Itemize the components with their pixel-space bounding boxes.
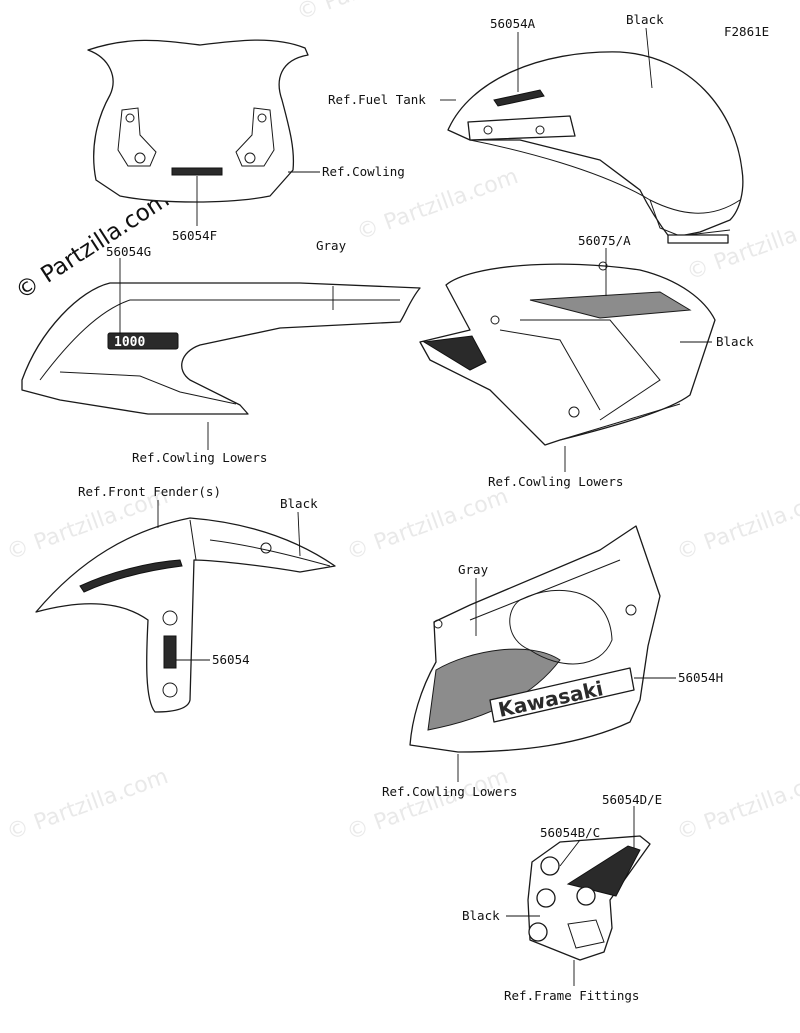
frame-fitting-step [567, 919, 605, 949]
bolt-hole [244, 152, 256, 164]
fuel-tank-rail [667, 234, 729, 244]
bolt-hole [568, 406, 580, 418]
fuel-tank-lower [469, 139, 741, 214]
bolt-hole [598, 261, 608, 271]
ref-label: Ref.Cowling Lowers [488, 474, 623, 489]
color-label: Black [716, 334, 754, 349]
frame-fitting-group: 56054D/E 56054B/C Black Ref.Frame Fittin… [462, 792, 662, 1003]
ref-label: Ref.Cowling Lowers [382, 784, 517, 799]
part-label: 56054 [212, 652, 250, 667]
watermark: © Partzilla.com [674, 484, 800, 566]
fuel-tank-lower [649, 199, 731, 237]
part-label: 56075/A [578, 233, 631, 248]
right-cowling-group: 56075/A Black Ref.Cowling Lowers [419, 233, 754, 489]
color-label: Gray [458, 562, 489, 577]
lower-cowling-line [469, 559, 621, 621]
watermark: © Partzilla.com [344, 764, 512, 846]
frame-fitting-plate [566, 845, 641, 897]
part-label: 56054A [490, 16, 536, 31]
figure-code: F2861E [724, 24, 769, 39]
bolt-hole [528, 922, 548, 942]
part-label: 56054H [678, 670, 723, 685]
watermark: © Partzilla.com [674, 764, 800, 846]
front-fender-group: Ref.Front Fender(s) Black 56054 [35, 484, 336, 713]
part-label: 56054D/E [602, 792, 662, 807]
fuel-tank-group: 56054A Black Ref.Fuel Tank [328, 12, 744, 244]
bolt-hole [625, 604, 637, 616]
lower-cowling-inner [509, 589, 613, 665]
bolt-hole [576, 886, 596, 906]
ref-label: Ref.Fuel Tank [328, 92, 426, 107]
windshield-decal [171, 167, 223, 176]
ref-label: Ref.Front Fender(s) [78, 484, 221, 499]
bolt-hole [125, 113, 135, 123]
bolt-hole [260, 542, 272, 554]
watermark: © Partzilla.com [344, 484, 512, 566]
fender-stripe [79, 559, 183, 593]
windshield-right-bracket [235, 107, 275, 167]
ref-label: Ref.Cowling Lowers [132, 450, 267, 465]
right-cowling-line [499, 329, 601, 411]
left-cowling-shape [21, 282, 421, 415]
right-cowling-line [559, 403, 681, 441]
bolt-hole [134, 152, 146, 164]
part-label: 56054F [172, 228, 217, 243]
right-cowling-stripe [529, 291, 692, 319]
bolt-hole [535, 125, 545, 135]
ref-label: Ref.Cowling [322, 164, 405, 179]
fender-decal [163, 635, 177, 669]
fuel-tank-cap-plate [467, 115, 576, 141]
bolt-hole [540, 856, 560, 876]
color-label: Black [280, 496, 318, 511]
windshield-group: 56054F Ref.Cowling [87, 39, 405, 243]
bolt-hole [162, 610, 178, 626]
part-label: 56054G [106, 244, 151, 259]
watermark: © Partzilla.com [294, 0, 462, 26]
part-label: 56054B/C [540, 825, 600, 840]
fender-line [189, 519, 197, 561]
left-cowling-line [59, 371, 237, 405]
color-label: Black [626, 12, 664, 27]
left-cowling-line [39, 299, 400, 381]
ref-label: Ref.Frame Fittings [504, 988, 639, 1003]
windshield-left-bracket [117, 107, 157, 167]
leader-line [297, 511, 301, 557]
cowling-badge [107, 332, 179, 350]
watermark: © Partzilla.com [4, 764, 172, 846]
right-cowling-line [520, 319, 661, 421]
bolt-hole [483, 125, 493, 135]
bolt-hole [536, 888, 556, 908]
color-label: Black [462, 908, 500, 923]
lower-cowling-group: Kawasaki Gray 56054H Ref.Cowling Lowers [382, 525, 723, 799]
left-cowling-group: 1000 56054G Gray Ref.Cowling Lowers [21, 238, 421, 465]
color-label: Gray [316, 238, 347, 253]
ninja-logo [493, 89, 545, 107]
leader-line [559, 839, 581, 867]
front-fender-shape [35, 517, 336, 713]
kawasaki-badge [489, 667, 635, 723]
lower-cowling-panel [427, 648, 561, 731]
bolt-hole [162, 682, 178, 698]
right-cowling-intake [422, 335, 487, 371]
cowling-badge-text: 1000 [114, 335, 145, 350]
bolt-hole [433, 619, 443, 629]
leader-line [645, 27, 653, 89]
bolt-hole [257, 113, 267, 123]
bolt-hole [490, 315, 500, 325]
